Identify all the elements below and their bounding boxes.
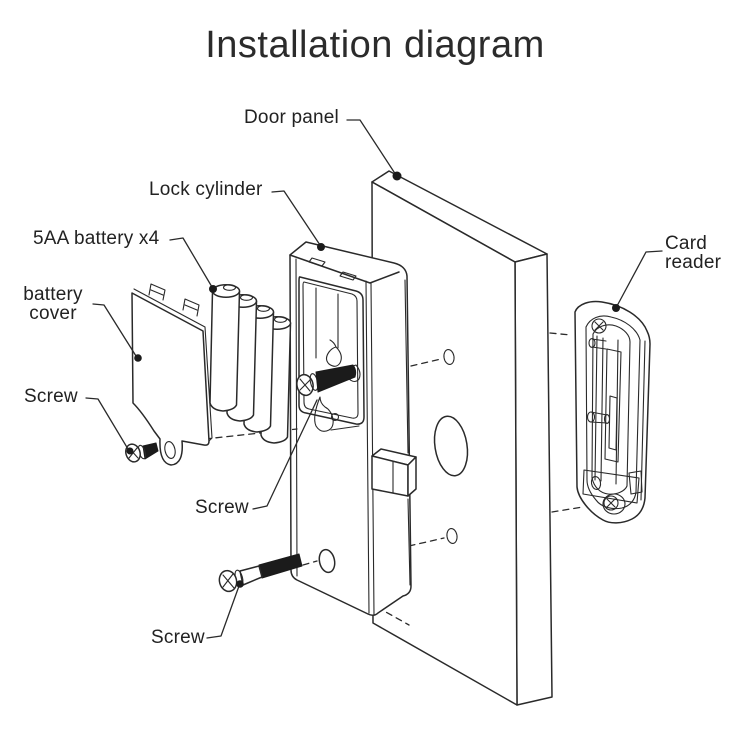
card-reader-label-line2: reader xyxy=(665,252,722,273)
card-reader-label: Card reader xyxy=(665,234,721,272)
lock-cylinder-label: Lock cylinder xyxy=(149,179,263,200)
battery-label: 5AA battery x4 xyxy=(33,228,160,249)
batteries-drawing xyxy=(209,284,292,444)
door-panel-label: Door panel xyxy=(244,107,339,128)
leader-lines xyxy=(85,119,663,639)
battery-cover-label-line1: battery xyxy=(23,284,83,305)
page-title: Installation diagram xyxy=(205,24,545,66)
card-reader-drawing xyxy=(574,300,651,524)
screw-bottom-label: Screw xyxy=(151,627,205,648)
screw-middle-label: Screw xyxy=(195,497,249,518)
card-reader-label-line1: Card xyxy=(665,233,707,254)
battery-cover-label-line2: cover xyxy=(29,303,77,324)
screw-top-left-label: Screw xyxy=(24,386,78,407)
screw-long-drawing xyxy=(218,553,303,593)
battery-cover-label: battery cover xyxy=(14,285,92,323)
lock-cylinder-drawing xyxy=(289,241,417,617)
battery-cover-drawing xyxy=(131,283,213,466)
